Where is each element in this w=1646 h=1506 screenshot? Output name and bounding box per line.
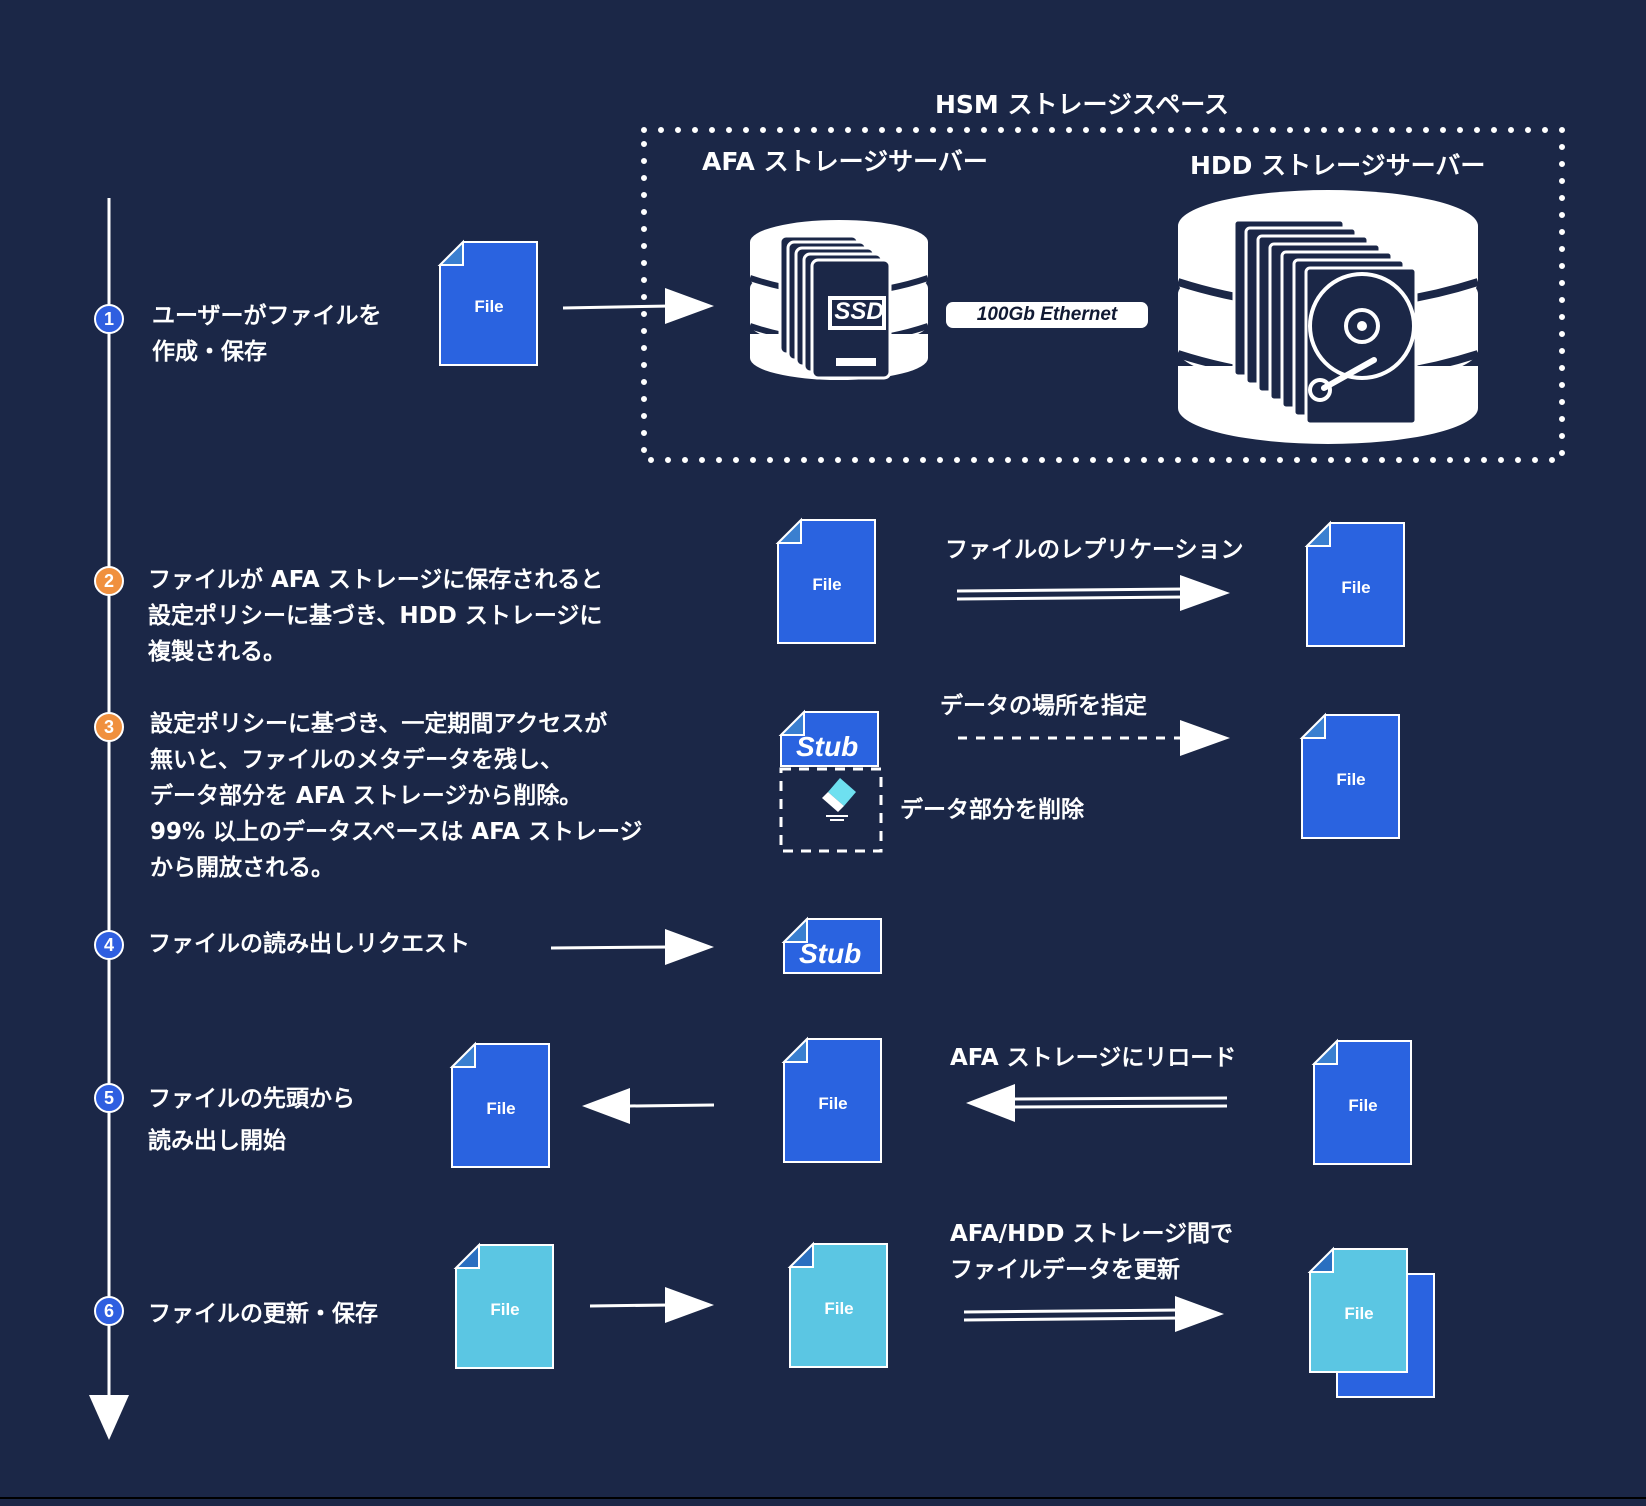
arrow-create-to-afa: [562, 288, 714, 324]
hdd-server-label: HDD ストレージサーバー: [1190, 151, 1486, 180]
update-label: AFA/HDD ストレージ間で ファイルデータを更新: [950, 1221, 1234, 1283]
step-1-badge: 1: [94, 304, 124, 334]
step-6-badge: 6: [94, 1296, 124, 1326]
replication-label: ファイルのレプリケーション: [945, 537, 1244, 563]
step-2-text: ファイルが AFA ストレージに保存されると 設定ポリシーに基づき、HDD スト…: [148, 567, 604, 665]
step-5-badge: 5: [94, 1083, 124, 1113]
deleted-data-area: [779, 767, 883, 853]
file-icon-step6-hdd: File: [1307, 1246, 1409, 1374]
locate-data-label: データの場所を指定: [940, 693, 1147, 719]
bottom-border: [0, 1497, 1646, 1499]
file-icon-step1: File: [437, 239, 539, 367]
step-4-badge: 4: [94, 930, 124, 960]
ethernet-badge: 100Gb Ethernet: [946, 302, 1148, 328]
stub-icon-step4: Stub: [781, 916, 883, 974]
file-icon-step5-afa: File: [781, 1036, 883, 1164]
step-2-badge: 2: [94, 566, 124, 596]
step-3-badge: 3: [94, 712, 124, 742]
afa-storage-server-icon: [749, 220, 929, 380]
file-icon-step2-hdd: File: [1304, 520, 1406, 648]
arrow-update-sync: [963, 1296, 1224, 1332]
arrow-read-request: [550, 929, 714, 965]
file-icon-step6-afa: File: [787, 1241, 889, 1369]
arrow-read-start: [582, 1088, 715, 1124]
arrow-update-save: [589, 1287, 714, 1323]
stub-icon-step3: Stub: [778, 709, 880, 767]
arrow-reload: [966, 1084, 1228, 1122]
ssd-label: SSD: [834, 298, 884, 325]
file-icon-step3-hdd: File: [1299, 712, 1401, 840]
hsm-title: HSM ストレージスペース: [935, 90, 1230, 119]
step-3-text: 設定ポリシーに基づき、一定期間アクセスが 無いと、ファイルのメタデータを残し、 …: [150, 711, 643, 881]
file-icon-step2-afa: File: [775, 517, 877, 645]
delete-data-label: データ部分を削除: [900, 797, 1084, 823]
step-5-text: ファイルの先頭から 読み出し開始: [148, 1086, 355, 1154]
hdd-storage-server-icon: [1176, 190, 1480, 444]
file-icon-step6-user: File: [453, 1242, 555, 1370]
file-icon-step5-hdd: File: [1311, 1038, 1413, 1166]
step-6-text: ファイルの更新・保存: [148, 1301, 378, 1327]
step-1-text: ユーザーがファイルを 作成・保存: [152, 303, 382, 365]
file-icon-step5-user: File: [449, 1041, 551, 1169]
afa-server-label: AFA ストレージサーバー: [702, 147, 988, 176]
arrow-locate-data: [958, 720, 1230, 756]
step-4-text: ファイルの読み出しリクエスト: [148, 931, 470, 957]
reload-label: AFA ストレージにリロード: [950, 1045, 1237, 1071]
arrow-replication: [956, 575, 1230, 611]
eraser-icon: [822, 778, 856, 821]
